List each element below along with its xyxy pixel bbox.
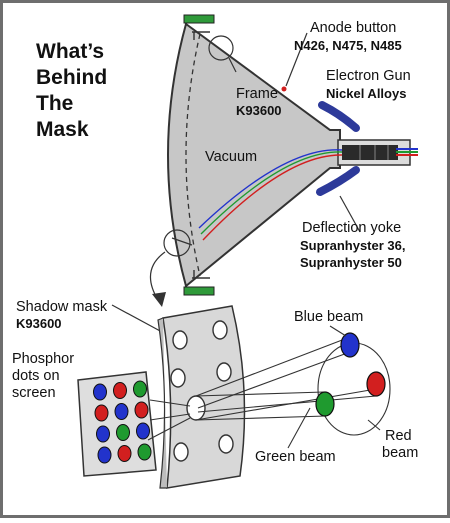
phosphor-dot-blue xyxy=(93,383,107,401)
anode-alloys-label: N426, N475, N485 xyxy=(294,38,402,53)
frame-alloy-label: K93600 xyxy=(236,103,282,118)
green-beam-dot xyxy=(315,391,335,417)
crt-tube xyxy=(167,14,418,296)
yoke-leader-line xyxy=(339,195,361,233)
red-beam-dot xyxy=(366,371,386,397)
phosphor-dot-blue xyxy=(114,403,129,420)
blue-beam-label: Blue beam xyxy=(294,309,363,325)
phosphor-dot-red xyxy=(134,401,149,419)
phosphor-label-1: Phosphor xyxy=(12,351,74,367)
shadow-mask-alloy-label: K93600 xyxy=(16,316,62,331)
electron-gun xyxy=(342,145,398,160)
zoom-callout-circle xyxy=(163,229,191,257)
shadow-mask-leader-line xyxy=(111,304,163,333)
phosphor-dot-blue xyxy=(96,425,110,443)
title-line-2: Behind xyxy=(36,66,107,89)
electron-gun-label: Electron Gun xyxy=(326,68,411,84)
anode-button-label: Anode button xyxy=(310,20,396,36)
phosphor-dot-green xyxy=(133,380,147,398)
shadow-mask-holes xyxy=(170,320,234,462)
green-beam-label: Green beam xyxy=(255,449,336,465)
vacuum-label: Vacuum xyxy=(205,149,257,165)
anode-button-dot xyxy=(281,86,287,92)
deflection-yoke-lower xyxy=(316,166,360,196)
anode-leader-line xyxy=(285,32,308,87)
phosphor-dot-green xyxy=(116,424,130,441)
title-line-4: Mask xyxy=(36,118,89,141)
deflection-yoke-label: Deflection yoke xyxy=(302,220,401,236)
electron-beams xyxy=(198,149,343,241)
beam-cone xyxy=(147,336,391,441)
diagram-title: What’s Behind The Mask xyxy=(36,40,107,141)
title-line-1: What’s xyxy=(36,40,104,63)
phosphor-dot-red xyxy=(94,404,109,422)
shadow-mask-dashed-line xyxy=(185,33,201,277)
title-line-3: The xyxy=(36,92,73,115)
frame-bar-bottom xyxy=(183,286,215,296)
yoke-alloy-label-1: Supranhyster 36, xyxy=(300,238,406,253)
phosphor-label-2: dots on xyxy=(12,368,60,384)
phosphor-dot-green xyxy=(137,443,152,461)
frame-leader-line xyxy=(228,57,237,73)
phosphor-dot-red xyxy=(113,382,127,399)
frame-bracket-top xyxy=(192,31,210,40)
frame-bracket-bottom xyxy=(192,270,210,279)
phosphor-dot-blue xyxy=(97,446,112,464)
deflection-yoke-upper xyxy=(318,101,360,132)
red-beam-label-2: beam xyxy=(382,445,418,461)
vacuum-leader-line xyxy=(171,237,193,246)
zoom-arrow-head xyxy=(152,292,166,307)
blue-beam-dot xyxy=(340,332,360,358)
frame-label: Frame xyxy=(236,86,278,102)
phosphor-dot-red xyxy=(117,445,132,462)
frame-callout-circle xyxy=(208,35,234,61)
phosphor-dots xyxy=(93,380,152,464)
phosphor-dot-blue xyxy=(136,422,150,440)
red-beam-label-1: Red xyxy=(385,428,412,444)
shadow-mask-label: Shadow mask xyxy=(16,299,108,315)
electron-gun-alloy-label: Nickel Alloys xyxy=(326,86,406,101)
frame-bar-top xyxy=(183,14,215,24)
phosphor-label-3: screen xyxy=(12,385,56,401)
yoke-alloy-label-2: Supranhyster 50 xyxy=(300,255,402,270)
